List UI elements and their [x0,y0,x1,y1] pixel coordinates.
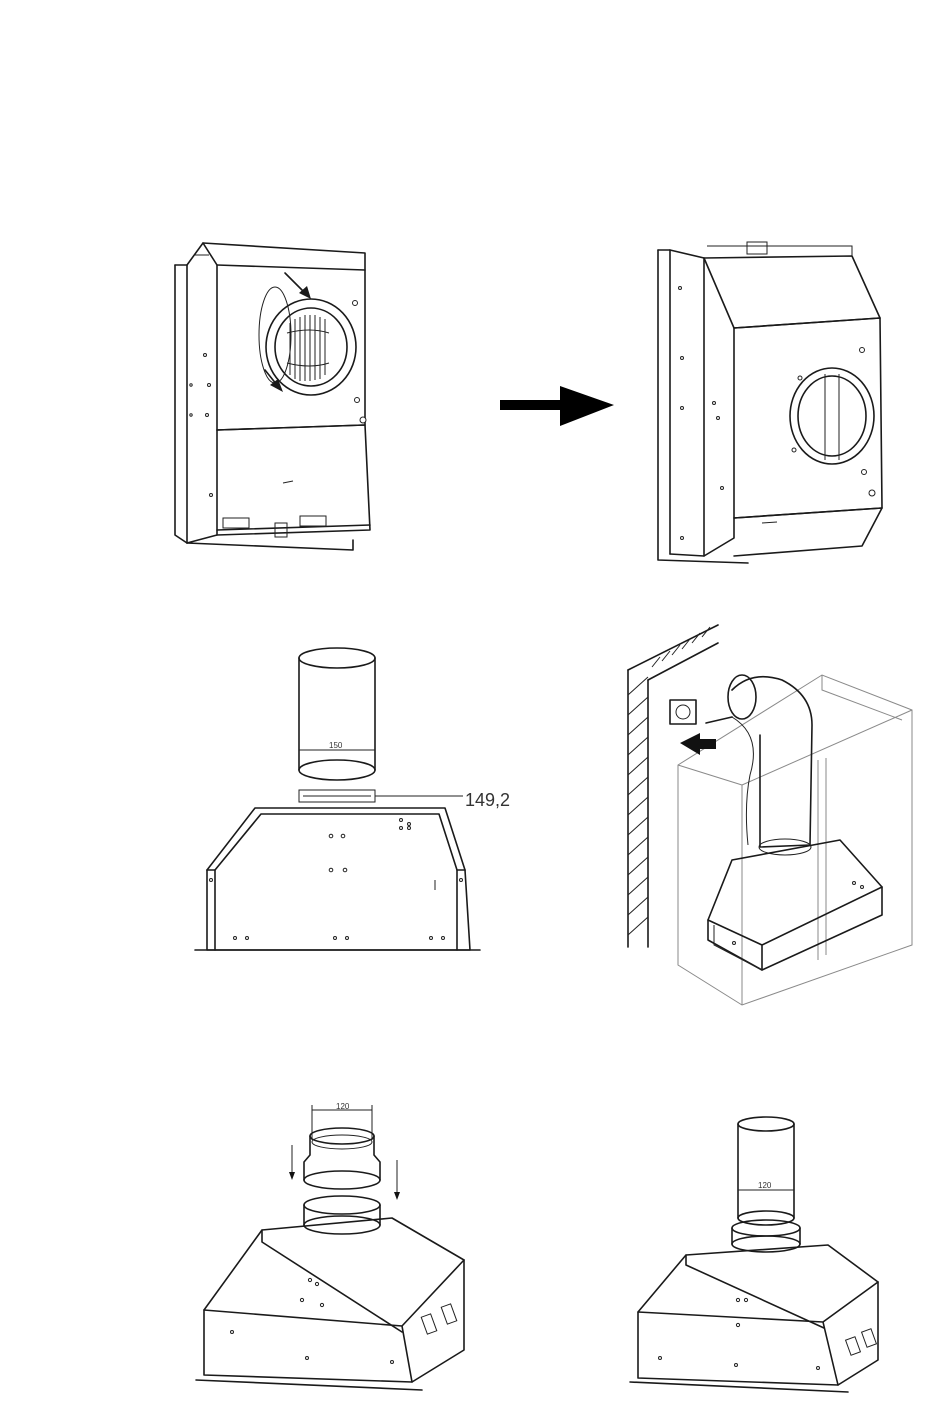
outlet-dimension-label: 149,2 [465,790,510,810]
figure-hood-damper-installed [652,238,892,568]
arrow-right-icon [500,384,615,429]
figure-hood-reducer-120: 120 [192,1100,482,1390]
figure-hood-fan-removal [165,235,385,555]
pipe-120-dimension-label: 120 [758,1181,772,1190]
figure-installation-cabinet [622,625,922,1010]
pipe-dimension-label: 150 [329,741,343,750]
reducer-dimension-label: 120 [336,1102,350,1111]
figure-hood-pipe-120: 120 [628,1110,888,1400]
figure-hood-pipe-150: 150 149,2 [195,640,525,960]
